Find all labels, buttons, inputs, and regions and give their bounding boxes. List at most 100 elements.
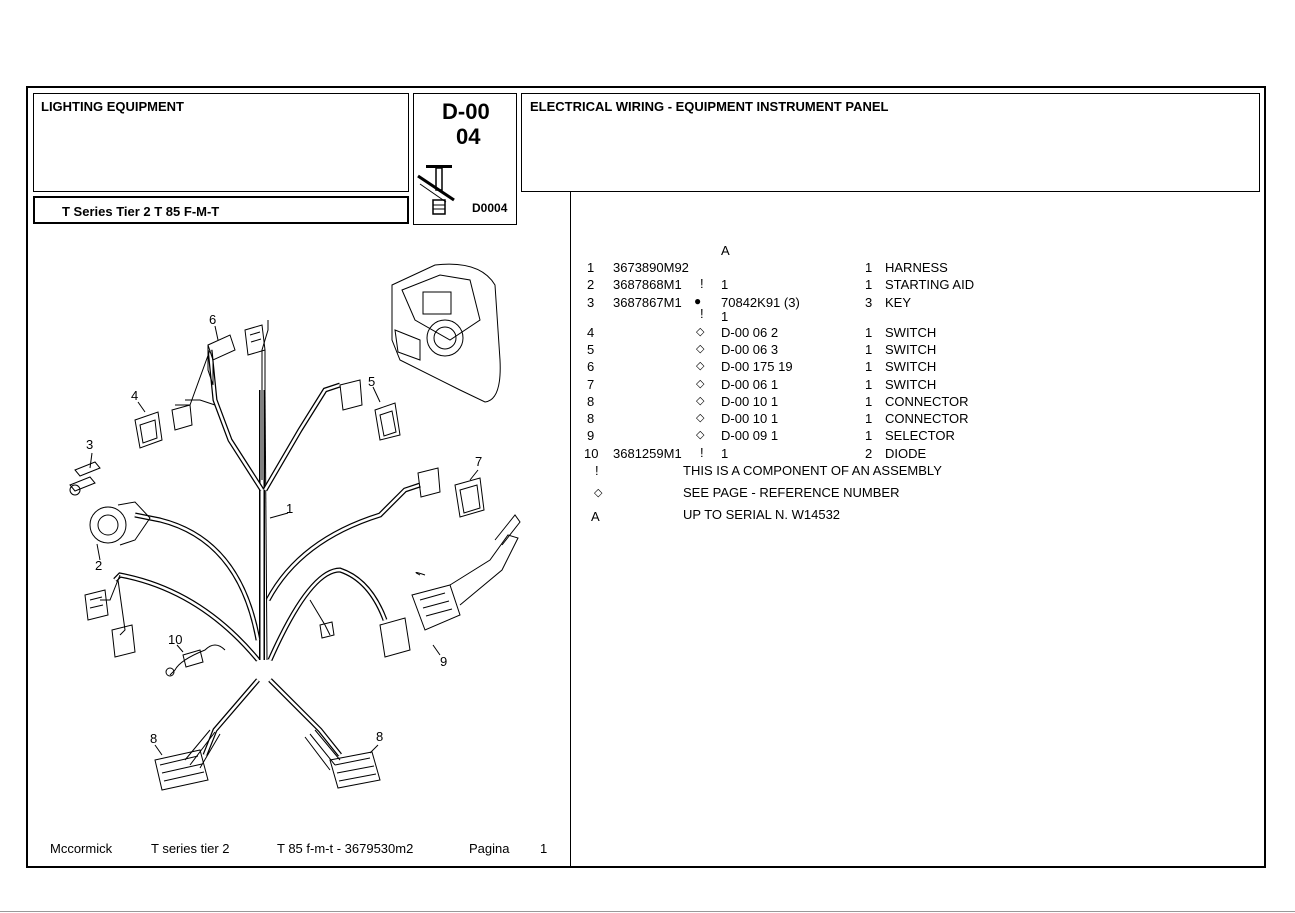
row-desc: HARNESS bbox=[885, 260, 948, 275]
half-circle-icon: ● bbox=[694, 294, 702, 308]
assembly-mark-icon: ! bbox=[700, 276, 704, 291]
callout-1: 1 bbox=[286, 501, 293, 516]
row-ref: 8 bbox=[587, 394, 595, 409]
key-3 bbox=[69, 461, 101, 496]
row-qty: 1 bbox=[865, 277, 873, 292]
callout-5: 5 bbox=[368, 374, 375, 389]
row-desc: CONNECTOR bbox=[885, 394, 969, 409]
callout-8-right: 8 bbox=[376, 729, 383, 744]
footer-series: T series tier 2 bbox=[151, 841, 230, 856]
reference-eye-icon: ◇ bbox=[696, 412, 705, 424]
column-divider bbox=[570, 192, 571, 868]
callout-3: 3 bbox=[86, 437, 93, 452]
row-note: D-00 10 1 bbox=[721, 394, 779, 409]
legend-serial-text: UP TO SERIAL N. W14532 bbox=[683, 507, 841, 522]
starting-aid-2 bbox=[89, 501, 151, 546]
row-ref: 2 bbox=[587, 277, 595, 292]
row-ref: 9 bbox=[587, 428, 595, 443]
code-box: D-00 04 D0004 bbox=[413, 93, 517, 225]
callout-6: 6 bbox=[209, 312, 216, 327]
row-ref: 7 bbox=[587, 377, 595, 392]
connector-left bbox=[84, 589, 136, 658]
row-qty: 2 bbox=[865, 446, 873, 461]
row-ref: 3 bbox=[587, 295, 595, 310]
callout-9: 9 bbox=[440, 654, 447, 669]
row-desc: SWITCH bbox=[885, 342, 937, 357]
wiring-diagram: 1 2 3 4 5 6 7 8 8 9 10 bbox=[69, 263, 521, 791]
row-ref: 4 bbox=[587, 325, 595, 340]
diode-10 bbox=[165, 649, 204, 677]
row-sub-note: 1 bbox=[721, 309, 729, 324]
legend-serial-symbol: A bbox=[591, 509, 600, 524]
row-note: D-00 06 3 bbox=[721, 342, 779, 357]
reference-eye-icon: ◇ bbox=[696, 360, 705, 372]
page-frame bbox=[26, 86, 1266, 868]
callout-2: 2 bbox=[95, 558, 102, 573]
reference-eye-icon: ◇ bbox=[696, 429, 705, 441]
legend-reference-icon: ◇ bbox=[594, 487, 603, 499]
callout-4: 4 bbox=[131, 388, 138, 403]
callout-8-left: 8 bbox=[150, 731, 157, 746]
row-note: 70842K91 (3) bbox=[721, 295, 800, 310]
connector-8-left bbox=[154, 749, 209, 791]
group-title: LIGHTING EQUIPMENT bbox=[41, 99, 184, 114]
row-qty: 1 bbox=[865, 260, 873, 275]
assembly-mark-icon: ! bbox=[700, 445, 704, 460]
footer-page-number: 1 bbox=[540, 841, 548, 856]
row-qty: 3 bbox=[865, 295, 873, 310]
row-ref: 6 bbox=[587, 359, 595, 374]
reference-eye-icon: ◇ bbox=[696, 395, 705, 407]
row-note: D-00 06 2 bbox=[721, 325, 779, 340]
assembly-mark-icon: ! bbox=[700, 306, 704, 321]
footer-brand: Mccormick bbox=[50, 841, 113, 856]
row-part-no: 3687867M1 bbox=[613, 295, 682, 310]
row-ref: 5 bbox=[587, 342, 595, 357]
bottom-rule bbox=[0, 911, 1295, 912]
row-desc: KEY bbox=[885, 295, 912, 310]
column-letter: A bbox=[721, 243, 730, 258]
code-line2: 04 bbox=[456, 124, 481, 149]
section-title: ELECTRICAL WIRING - EQUIPMENT INSTRUMENT… bbox=[530, 99, 889, 114]
legend-assembly-icon: ! bbox=[595, 463, 599, 478]
switch-4 bbox=[134, 404, 193, 449]
code-line1: D-00 bbox=[442, 99, 490, 124]
row-part-no: 3673890M92 bbox=[613, 260, 689, 275]
callout-10: 10 bbox=[168, 632, 182, 647]
row-ref: 8 bbox=[587, 411, 595, 426]
row-note: D-00 175 19 bbox=[721, 359, 793, 374]
row-desc: CONNECTOR bbox=[885, 411, 969, 426]
row-note: D-00 06 1 bbox=[721, 377, 779, 392]
reference-eye-icon: ◇ bbox=[696, 378, 705, 390]
code-image-label: D0004 bbox=[472, 201, 508, 215]
switch-5 bbox=[339, 379, 401, 441]
footer-page-label: Pagina bbox=[469, 841, 510, 856]
instrument-panel bbox=[391, 263, 501, 403]
row-note: D-00 10 1 bbox=[721, 411, 779, 426]
group-title-box: LIGHTING EQUIPMENT bbox=[33, 93, 409, 192]
row-ref: 1 bbox=[587, 260, 595, 275]
row-qty: 1 bbox=[865, 411, 873, 426]
callout-7: 7 bbox=[475, 454, 482, 469]
model-box: T Series Tier 2 T 85 F-M-T bbox=[33, 196, 409, 224]
row-note: 1 bbox=[721, 446, 729, 461]
row-part-no: 3681259M1 bbox=[613, 446, 682, 461]
row-desc: SWITCH bbox=[885, 377, 937, 392]
legend-assembly-text: THIS IS A COMPONENT OF AN ASSEMBLY bbox=[683, 463, 942, 478]
row-desc: SELECTOR bbox=[885, 428, 955, 443]
row-ref: 10 bbox=[584, 446, 599, 461]
plug-small bbox=[319, 621, 335, 639]
bulb-icon bbox=[417, 165, 455, 215]
reference-eye-icon: ◇ bbox=[696, 326, 705, 338]
row-part-no: 3687868M1 bbox=[613, 277, 682, 292]
section-title-box: ELECTRICAL WIRING - EQUIPMENT INSTRUMENT… bbox=[521, 93, 1260, 192]
reference-eye-icon: ◇ bbox=[696, 343, 705, 355]
row-qty: 1 bbox=[865, 359, 873, 374]
row-desc: DIODE bbox=[885, 446, 927, 461]
row-desc: SWITCH bbox=[885, 359, 937, 374]
row-qty: 1 bbox=[865, 428, 873, 443]
row-qty: 1 bbox=[865, 394, 873, 409]
row-note: D-00 09 1 bbox=[721, 428, 779, 443]
row-qty: 1 bbox=[865, 377, 873, 392]
row-qty: 1 bbox=[865, 342, 873, 357]
